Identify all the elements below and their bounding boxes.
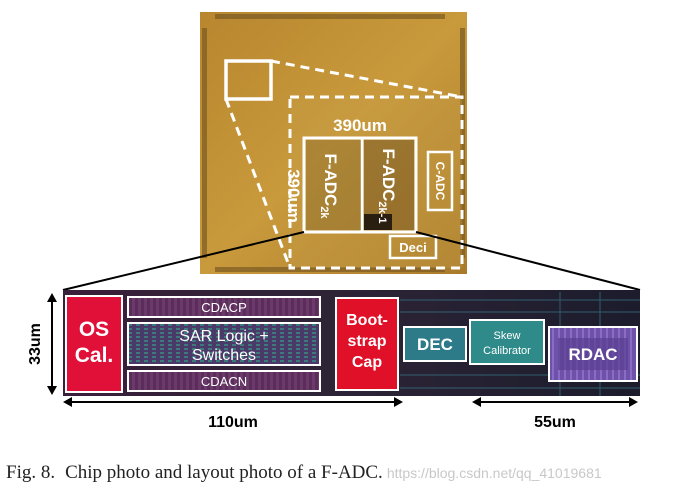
os-cal-label-line2: Cal. [75, 344, 114, 367]
rdac-inner [558, 338, 628, 370]
cadc-label: C-ADC [433, 162, 447, 201]
layout-width-left-dimension [63, 397, 403, 407]
layout-height-dimension [47, 293, 57, 395]
skew-label-line2: Calibrator [483, 345, 531, 357]
layout-width-right-dimension [472, 397, 638, 407]
sar-logic-block [127, 322, 321, 366]
skew-label-line1: Skew [494, 330, 521, 342]
cdacp-label: CDACP [201, 300, 247, 315]
fadc-pair-frame [302, 136, 418, 234]
cdacp-block [127, 296, 321, 318]
sar-logic-label-line1: SAR Logic + [179, 328, 268, 345]
chip-die [200, 12, 467, 274]
chip-dimension-horizontal: 390um [333, 116, 387, 135]
fadc-left-label: F-ADC2k [318, 153, 340, 219]
bootstrap-label-line3: Cap [352, 354, 382, 371]
chip-photo: 390um 390um F-ADC2k F-ADC2k-1 C-ADC Deci [200, 12, 467, 274]
sar-logic-label-line2: Switches [192, 347, 256, 364]
watermark-text: https://blog.csdn.net/qq_41019681 [386, 465, 602, 481]
os-cal-label-line1: OS [79, 318, 109, 341]
bootstrap-label-line2: strap [347, 333, 386, 350]
cdacn-block [127, 370, 321, 392]
dec-label: DEC [417, 335, 453, 354]
deci-box [388, 234, 438, 260]
fadc-left-fill [306, 140, 361, 230]
cadc-box [426, 150, 454, 212]
fadc-right-dark-area [364, 214, 392, 230]
layout-width-left-label: 110um [208, 414, 258, 431]
fadc-right-label: F-ADC2k-1 [376, 149, 398, 224]
zoom-line-to-layout-right [415, 231, 641, 291]
chip-zoom-target-box [288, 95, 464, 270]
layout-photo: OS Cal. CDACP SAR Logic + Switches CDACN… [63, 290, 640, 396]
bootstrap-label-line1: Boot- [346, 312, 388, 329]
zoom-line-to-layout-left [62, 231, 305, 291]
layout-height-label: 33um [27, 323, 44, 365]
zoom-line-top [270, 59, 463, 99]
chip-dimension-vertical: 390um [284, 169, 303, 223]
bootstrap-cap-block [335, 297, 399, 391]
zoom-line-bottom [224, 98, 292, 269]
figure-caption: Fig. 8. Chip photo and layout photo of a … [6, 462, 682, 488]
figure-label: Fig. 8. [6, 462, 56, 483]
deci-label: Deci [399, 240, 426, 255]
rdac-label: RDAC [568, 345, 617, 364]
cdacn-label: CDACN [201, 374, 247, 389]
os-cal-block [65, 295, 123, 393]
figure-caption-text: Chip photo and layout photo of a F-ADC. [65, 462, 383, 483]
layout-width-right-label: 55um [534, 414, 576, 431]
skew-calibrator-block [469, 319, 545, 365]
dec-block [403, 326, 467, 362]
chip-zoom-source-box [224, 59, 273, 101]
